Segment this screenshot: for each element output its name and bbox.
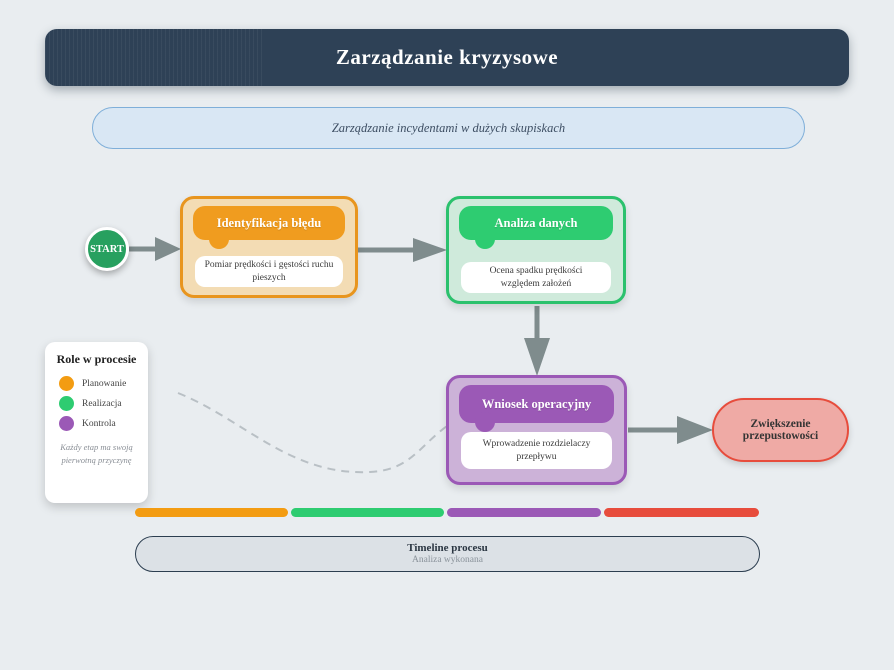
timeline-title: Timeline procesu [407,541,488,554]
arrowhead-start-to-step1 [155,237,181,261]
legend-item-realizacja: Realizacja [59,396,140,411]
legend-label: Realizacja [82,398,122,409]
end-label: Zwiększenie przepustowości [742,418,819,442]
arrowhead-step3-to-end [677,416,713,444]
page-title: Zarządzanie kryzysowe [335,45,559,69]
step3-description: Wprowadzenie rozdzielaczy przepływu [461,432,612,469]
step3-header-tab: Wniosek operacyjny [459,385,614,432]
step1-title: Identyfikacja błędu [216,215,322,230]
legend-label: Kontrola [82,418,116,429]
arrowhead-step1-to-step2 [413,238,447,262]
header-texture [45,29,265,86]
end-node[interactable]: Zwiększenie przepustowości [712,398,849,462]
step2-description: Ocena spadku prędkości względem założeń [461,262,611,293]
subtitle-text: Zarządzanie incydentami w dużych skupisk… [331,120,566,135]
legend-label: Planowanie [82,378,127,389]
legend-note: Każdy etap ma swoją pierwotną przyczynę [60,442,133,465]
planowanie-color-dot [59,376,74,391]
header-bar: Zarządzanie kryzysowe [45,29,849,86]
step2-header-tab: Analiza danych [459,206,613,249]
timeline-segment-wynik [604,508,759,517]
step-wniosek-operacyjny[interactable]: Wniosek operacyjny Wprowadzenie rozdziel… [446,375,627,485]
timeline-segment-kontrola [447,508,601,517]
timeline-segment-planowanie [135,508,288,517]
step-analiza-danych[interactable]: Analiza danych Ocena spadku prędkości wz… [446,196,626,304]
dashed-annotation-line [177,392,451,474]
legend-card: Role w procesie Planowanie Realizacja Ko… [45,342,148,503]
realizacja-color-dot [59,396,74,411]
start-node[interactable]: START [85,227,129,271]
timeline-segment-realizacja [291,508,444,517]
legend-item-planowanie: Planowanie [59,376,140,391]
legend-item-kontrola: Kontrola [59,416,140,431]
legend-title: Role w procesie [56,352,137,366]
timeline-status: Analiza wykonana [412,554,483,565]
step2-title: Analiza danych [494,215,578,230]
start-label: START [90,243,124,255]
step3-title: Wniosek operacyjny [481,396,592,411]
step1-description: Pomiar prędkości i gęstości ruchu pieszy… [195,256,343,287]
step1-header-tab: Identyfikacja błędu [193,206,345,249]
subtitle-pill: Zarządzanie incydentami w dużych skupisk… [92,107,805,149]
arrowhead-step2-to-step3 [524,338,550,376]
kontrola-color-dot [59,416,74,431]
step-identyfikacja-bledu[interactable]: Identyfikacja błędu Pomiar prędkości i g… [180,196,358,298]
timeline-status-pill: Timeline procesu Analiza wykonana [135,536,760,572]
